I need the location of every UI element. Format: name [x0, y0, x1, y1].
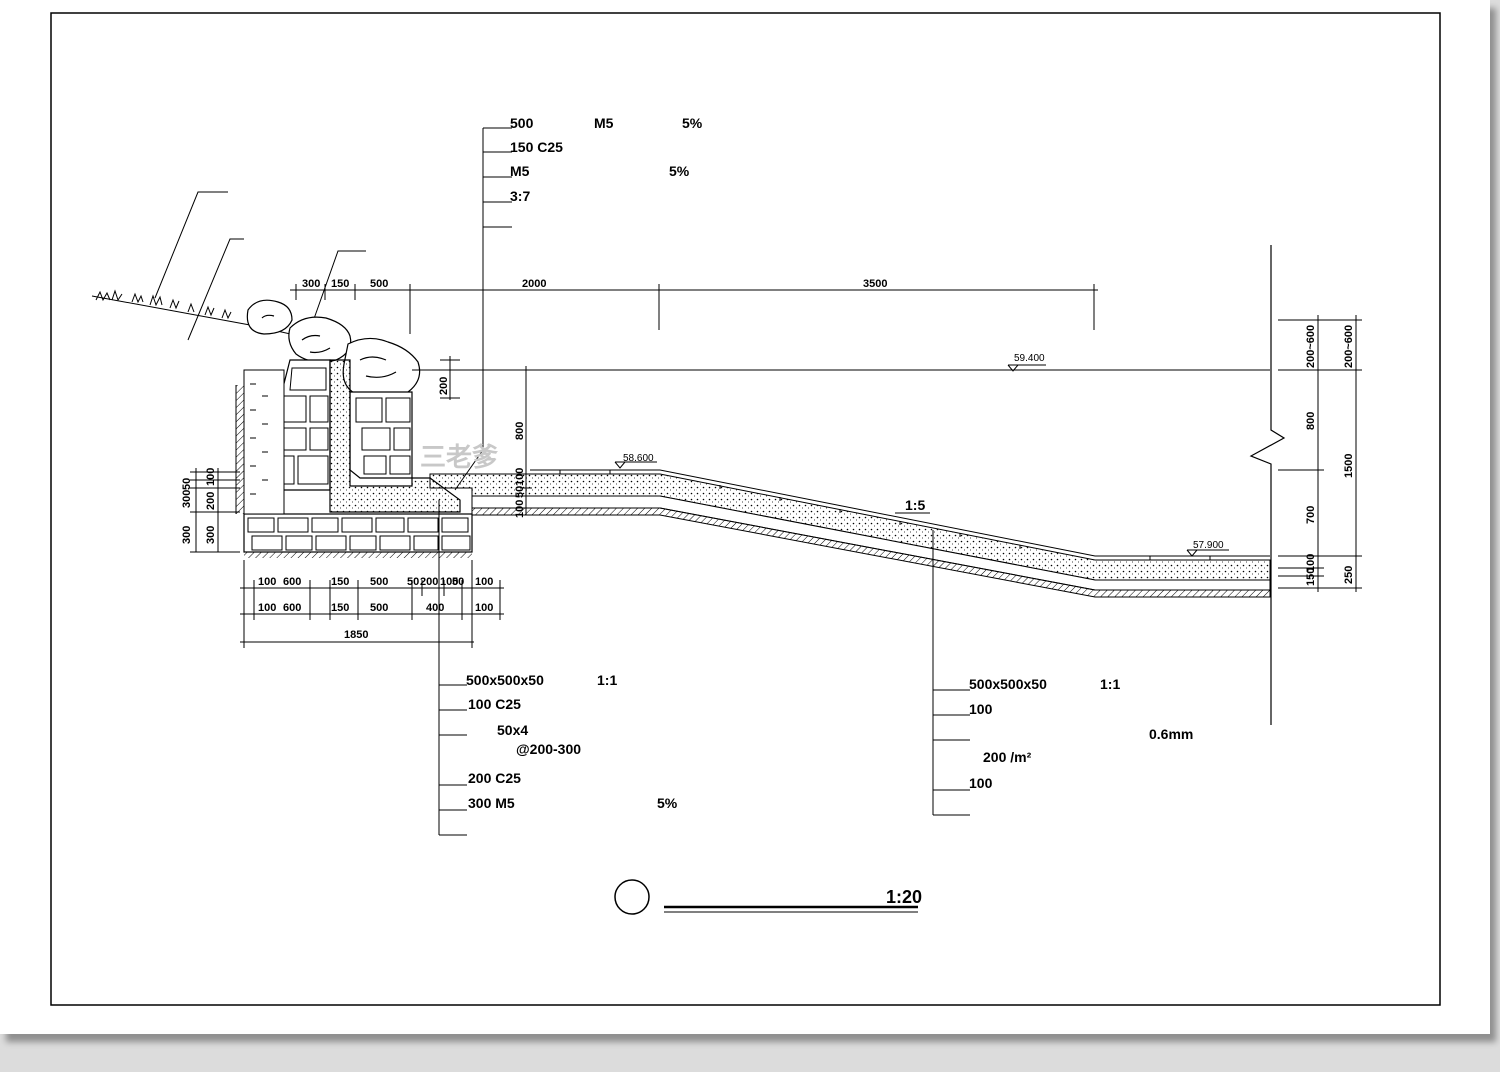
- dim-left-4: 300: [181, 526, 193, 544]
- dim-right-outer-1: 1500: [1343, 454, 1355, 478]
- dim-mid-2: 50: [514, 486, 526, 498]
- bl-callout-1-left: 100 C25: [468, 696, 521, 712]
- dim-top-3: 2000: [522, 278, 546, 290]
- top-callout-line-1-mid: M5: [594, 115, 614, 131]
- dim-bottom-row1-3: 500: [370, 576, 388, 588]
- bl-callout-0-right: 1:1: [597, 672, 617, 688]
- dim-bottom-row2-4: 400: [426, 602, 444, 614]
- section-drawing: 500 M5 5% 150 C25 M5 5% 3:7: [50, 12, 1441, 1006]
- dim-top-2: 500: [370, 278, 388, 290]
- top-callout-line-3-right: 5%: [669, 163, 690, 179]
- bl-callout-2-left: 50x4: [497, 722, 528, 738]
- dim-top-1: 150: [331, 278, 349, 290]
- br-callout-3-left: 200 /m²: [983, 749, 1032, 765]
- top-dimension-line: [290, 284, 1098, 334]
- slope-label: 1:5: [905, 497, 925, 513]
- dim-bottom-row1-8: 100: [475, 576, 493, 588]
- dim-bottom-row2-5: 100: [475, 602, 493, 614]
- dim-bottom-row2-0: 100: [258, 602, 276, 614]
- dim-left-inner-1: 300: [205, 526, 217, 544]
- frame-border: [50, 12, 1441, 1006]
- dim-right-inner-0: 200~600: [1305, 325, 1317, 368]
- dim-bottom-row1-6: 100: [440, 576, 458, 588]
- boulders: [246, 299, 421, 399]
- br-callout-2-right: 0.6mm: [1149, 726, 1193, 742]
- dim-left-2: 200: [205, 492, 217, 510]
- dim-bottom-row1-0: 100: [258, 576, 276, 588]
- top-callout-line-3-left: M5: [510, 163, 530, 179]
- dim-mid-0: 800: [514, 422, 526, 440]
- dim-top-4: 3500: [863, 278, 887, 290]
- top-callout-line-4-left: 3:7: [510, 188, 530, 204]
- br-callout-0-right: 1:1: [1100, 676, 1120, 692]
- bl-callout-5-left: 300 M5: [468, 795, 515, 811]
- dim-right-inner-4: 150: [1305, 568, 1317, 586]
- bl-callout-3-left: @200-300: [516, 741, 581, 757]
- dim-right-inner-1: 800: [1305, 412, 1317, 430]
- dim-bottom-row1-2: 150: [331, 576, 349, 588]
- dim-top-0: 300: [302, 278, 320, 290]
- br-callout-4-left: 100: [969, 775, 993, 791]
- bl-callout-4-left: 200 C25: [468, 770, 521, 786]
- top-callout-line-2-left: 150 C25: [510, 139, 563, 155]
- bottom-right-callout: [932, 530, 970, 816]
- elevation-upper: 58.600: [623, 453, 654, 464]
- dim-left-0: 300: [181, 490, 193, 508]
- bottom-left-callout: [438, 500, 467, 836]
- dim-bottom-row1-7: 50: [452, 576, 464, 588]
- dim-mid-3: 100: [514, 500, 526, 518]
- stone-wall: [235, 359, 473, 558]
- dim-bottom-total: 1850: [344, 629, 368, 641]
- dim-right-outer-0: 200~600: [1343, 325, 1355, 368]
- drawing-sheet: 500 M5 5% 150 C25 M5 5% 3:7: [0, 0, 1490, 1034]
- dim-bottom-row1-4: 50: [407, 576, 419, 588]
- dim-right-outer-2: 250: [1343, 566, 1355, 584]
- dim-left-1: 50: [181, 478, 193, 490]
- dim-left-3: 100: [205, 468, 217, 486]
- dim-bottom-row1-5: 200: [420, 576, 438, 588]
- break-line: [1249, 245, 1286, 725]
- elevation-marks: [614, 364, 1229, 557]
- scale-label: 1:20: [886, 887, 922, 907]
- left-leaders: [154, 191, 366, 341]
- br-callout-0-left: 500x500x50: [969, 676, 1047, 692]
- concrete-l-wall: [329, 359, 461, 513]
- dim-bottom-row2-1: 600: [283, 602, 301, 614]
- sloped-paving: [429, 469, 1271, 598]
- bl-callout-0-left: 500x500x50: [466, 672, 544, 688]
- dim-bottom-row1-1: 600: [283, 576, 301, 588]
- top-callout-line-1-right: 5%: [682, 115, 703, 131]
- dim-wall-top: 200: [438, 377, 450, 395]
- section-number-circle: [614, 879, 650, 915]
- dim-right-inner-2: 700: [1305, 506, 1317, 524]
- top-callout-line-1-left: 500: [510, 115, 534, 131]
- watermark-text: 三老爹: [420, 442, 498, 472]
- dim-mid-1: 100: [514, 468, 526, 486]
- elevation-top: 59.400: [1014, 353, 1045, 364]
- br-callout-1-left: 100: [969, 701, 993, 717]
- dim-right-inner-3: 100: [1305, 554, 1317, 572]
- elevation-lower: 57.900: [1193, 540, 1224, 551]
- dim-bottom-row2-2: 150: [331, 602, 349, 614]
- bl-callout-5-right: 5%: [657, 795, 678, 811]
- top-callout: [454, 127, 512, 491]
- dim-bottom-row2-3: 500: [370, 602, 388, 614]
